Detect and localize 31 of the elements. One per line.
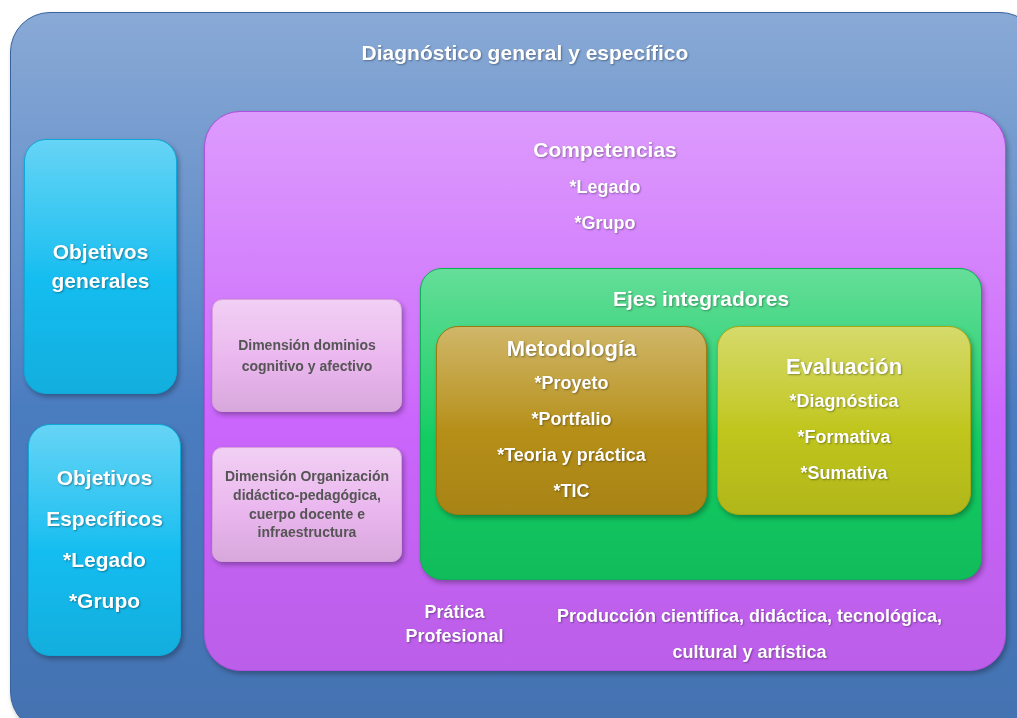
body-text: *Teoria y práctica: [496, 443, 647, 467]
body-text: *Portfalio: [530, 407, 613, 431]
body-text: *Legado: [568, 176, 642, 199]
body-text: Producción científica, didáctica, tecnológica, cultural y artística: [555, 605, 944, 664]
heading-text: Evaluación: [784, 353, 904, 381]
body-text: *Diagnóstica: [788, 389, 900, 413]
panel: [10, 12, 1017, 718]
heading-text: Ejes integradores: [611, 286, 791, 312]
body-text: *Sumativa: [799, 461, 889, 485]
panel: [212, 447, 402, 562]
heading-text: Dimensión dominios cognitivo y afectivo: [237, 335, 377, 376]
panel: [212, 299, 402, 412]
heading-text: Diagnóstico general y específico: [360, 40, 690, 66]
body-text: *Formativa: [796, 425, 892, 449]
panel: [204, 111, 1006, 671]
body-text: *Legado: [62, 547, 147, 573]
panel: [28, 424, 181, 656]
body-text: *Grupo: [67, 587, 142, 614]
body-text: *TIC: [552, 479, 591, 503]
body-text: Prática Profesional: [404, 601, 505, 649]
heading-text: Dimensión Organización didáctico-pedagógica, cuerpo docente e infraestructura: [223, 466, 391, 543]
heading-text: Metodología: [505, 335, 638, 363]
panel: [717, 326, 971, 515]
panel: [420, 268, 982, 580]
heading-text: Objetivos Específicos: [45, 465, 164, 533]
panel: [24, 139, 177, 394]
panel: [436, 326, 707, 515]
body-text: *Proyeto: [533, 371, 610, 395]
body-text: *Grupo: [573, 212, 637, 235]
heading-text: Competencias: [532, 137, 678, 163]
heading-text: Objetivos generales: [50, 239, 151, 294]
